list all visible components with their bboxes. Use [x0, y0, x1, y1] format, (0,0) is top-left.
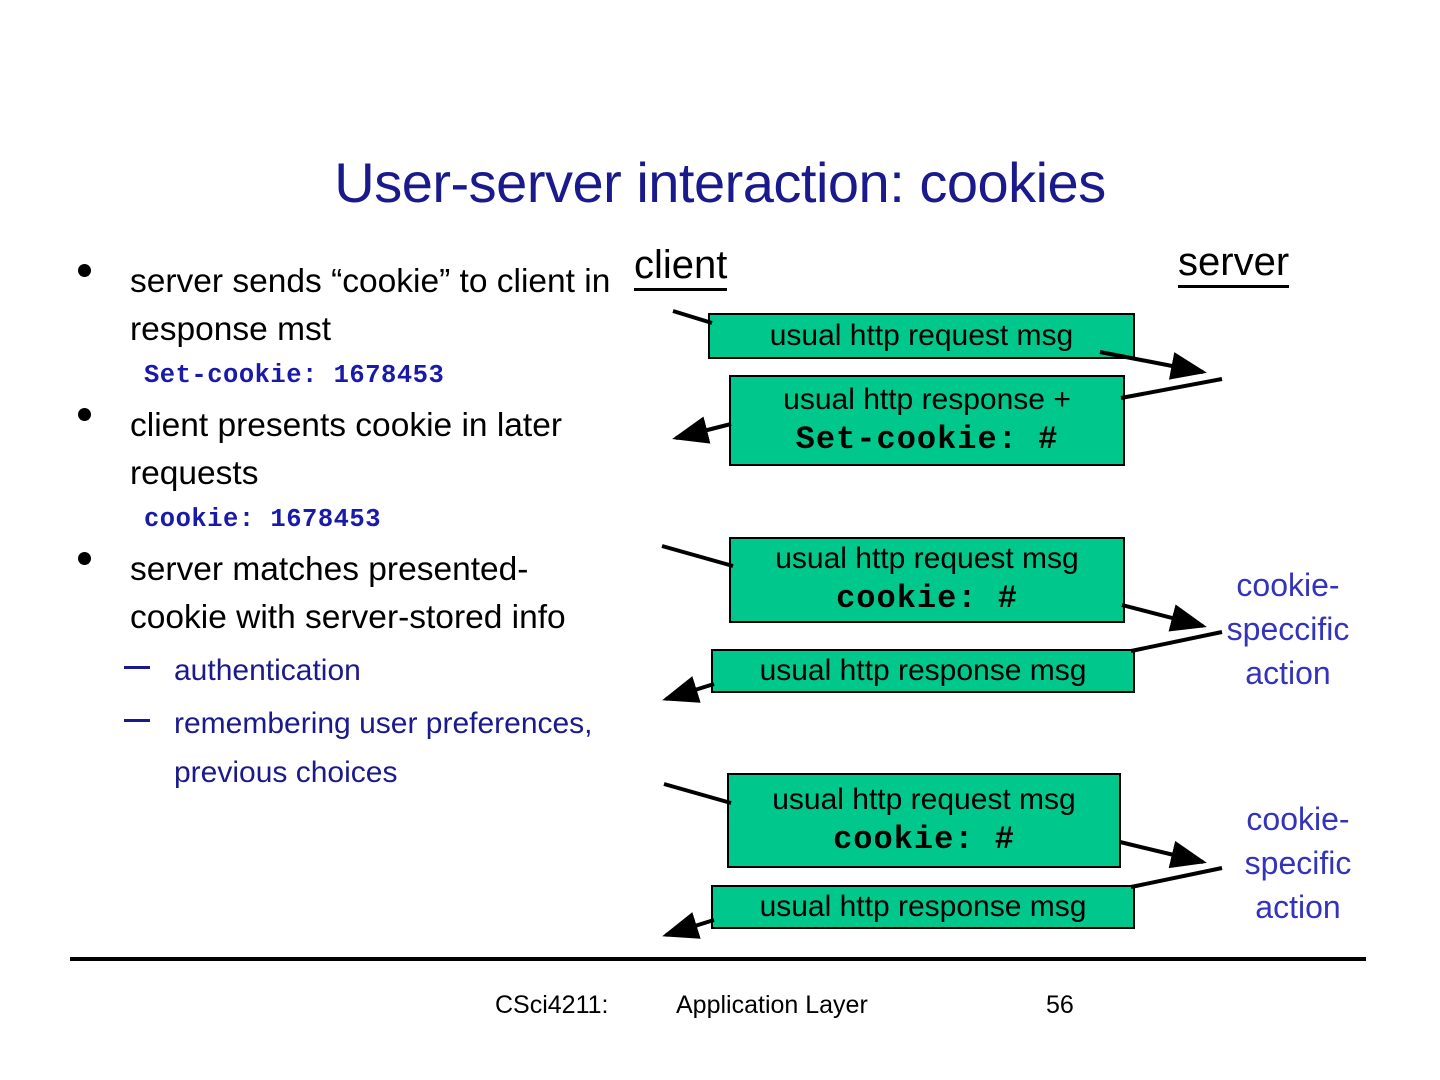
server-label: server: [1178, 240, 1290, 288]
footer: CSci4211: Application Layer 56: [0, 988, 1440, 1028]
footer-section: Application Layer: [676, 991, 868, 1019]
message-box-response-1: usual http response + Set-cookie: #: [729, 375, 1125, 466]
bullet-text: server matches presented-cookie with ser…: [130, 551, 566, 636]
bullet-text: client presents cookie in later requests: [130, 407, 562, 492]
message-text: usual http response +: [783, 382, 1071, 416]
list-item: server sends “cookie” to client in respo…: [62, 258, 622, 354]
code-set-cookie: Set-cookie: 1678453: [144, 361, 445, 390]
page-title: User-server interaction: cookies: [334, 151, 1106, 214]
bullet-list: server sends “cookie” to client in respo…: [62, 258, 622, 797]
message-code: cookie: #: [836, 580, 1018, 617]
bullet-dot-icon: [78, 552, 91, 565]
message-text: usual http response msg: [759, 654, 1087, 687]
message-text: usual http request msg: [772, 782, 1076, 816]
sub-list-item: remembering user preferences, previous c…: [62, 699, 622, 797]
message-code: cookie: #: [833, 820, 1015, 858]
footer-page-number: 56: [1046, 991, 1074, 1019]
server-action-label-2: cookie- specific action: [1244, 801, 1352, 925]
sub-item-text: authentication: [174, 654, 361, 687]
message-text: usual http request msg: [775, 542, 1079, 575]
dash-marker-icon: [124, 719, 150, 722]
message-text: usual http response msg: [759, 890, 1087, 923]
list-item: client presents cookie in later requests: [62, 402, 622, 498]
code-cookie: cookie: 1678453: [144, 505, 382, 534]
sub-item-text: remembering user preferences, previous c…: [174, 707, 593, 789]
footer-divider: [70, 957, 1366, 961]
server-action-label-1: cookie- speccific action: [1226, 567, 1350, 691]
client-label: client: [634, 243, 728, 291]
footer-course: CSci4211:: [495, 991, 609, 1019]
message-box-request-1: usual http request msg: [708, 313, 1135, 359]
message-text: usual http request msg: [769, 319, 1074, 352]
sub-list-item: authentication: [62, 646, 622, 695]
message-box-request-2: usual http request msg cookie: #: [729, 537, 1125, 623]
bullet-dot-icon: [78, 264, 91, 277]
list-item: server matches presented-cookie with ser…: [62, 546, 622, 642]
message-box-response-3: usual http response msg: [711, 885, 1135, 929]
message-box-response-2: usual http response msg: [711, 649, 1135, 693]
message-box-request-3: usual http request msg cookie: #: [727, 773, 1121, 868]
bullet-dot-icon: [78, 408, 91, 421]
message-code: Set-cookie: #: [795, 420, 1059, 458]
bullet-text: server sends “cookie” to client in respo…: [130, 263, 611, 348]
dash-marker-icon: [124, 666, 150, 669]
